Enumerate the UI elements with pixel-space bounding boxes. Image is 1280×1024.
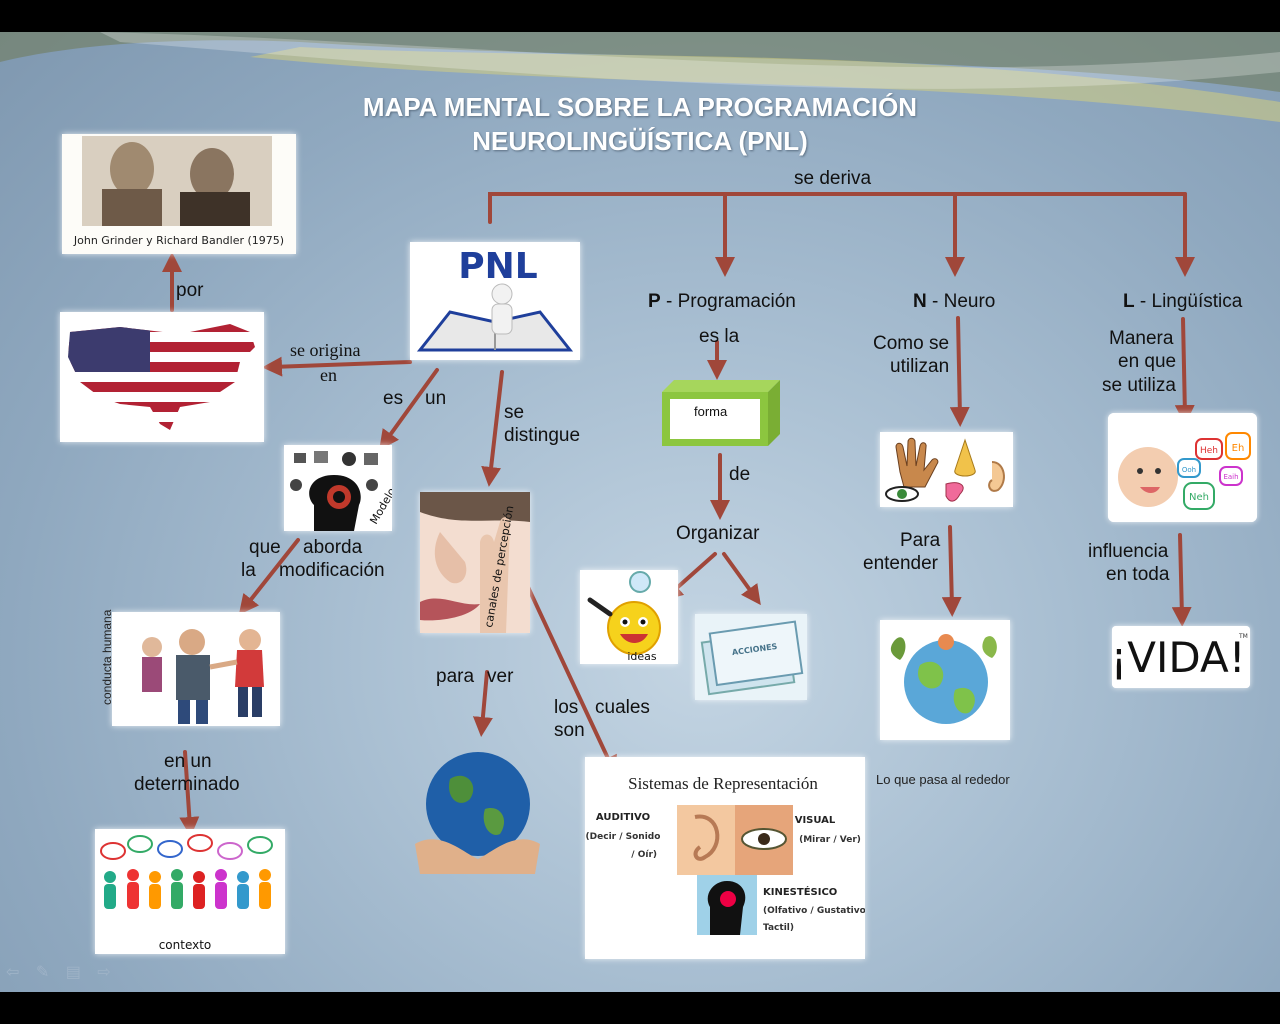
ideas-image: ideas (580, 570, 678, 664)
header-swoosh (0, 32, 1280, 122)
modelo-image: Modelo (284, 445, 392, 531)
sistemas-image: Sistemas de Representación AUDITIVO (Dec… (585, 757, 865, 959)
sr-kin-sub2: Tactil) (763, 923, 794, 933)
conducta-image (112, 612, 280, 726)
sr-visual: VISUAL (795, 815, 836, 826)
label-aborda: aborda (303, 537, 363, 558)
bubble-heh: Heh (1200, 446, 1218, 456)
nav-menu-icon[interactable]: ▤ (65, 964, 81, 981)
canales-image: canales de percepción (420, 492, 530, 633)
label-influencia: influencia (1088, 541, 1169, 562)
label-en-un: en un (164, 751, 212, 772)
label-en: en (320, 365, 337, 385)
label-linguistica: L - Lingüística (1123, 291, 1243, 312)
sr-auditivo-sub2: / Oír) (631, 850, 657, 860)
bubble-eaih: Eaih (1223, 473, 1238, 481)
label-como-se: Como se (873, 333, 950, 354)
label-un: un (425, 388, 447, 409)
label-entender: entender (863, 553, 939, 574)
label-para: para (436, 666, 475, 687)
senses-image (880, 432, 1013, 507)
vida-text: ¡VIDA! (1112, 633, 1246, 682)
nav-pen-icon[interactable]: ✎ (35, 964, 50, 981)
vida-image: ¡VIDA! TM (1112, 626, 1250, 688)
pnl-logo-text: PNL (458, 246, 537, 287)
label-programacion: P - Programación (648, 291, 796, 312)
forma-label: forma (694, 404, 728, 419)
label-de: de (729, 464, 751, 485)
label-modificacion: modificación (279, 560, 385, 581)
bubble-neh: Neh (1189, 492, 1209, 503)
earth-hands-image (410, 749, 545, 874)
sr-visual-sub: (Mirar / Ver) (799, 835, 861, 845)
slide: MAPA MENTAL SOBRE LA PROGRAMACIÓN NEUROL… (0, 32, 1280, 992)
contexto-label: contexto (159, 938, 212, 952)
label-en-que: en que (1118, 351, 1177, 372)
page-title: MAPA MENTAL SOBRE LA PROGRAMACIÓN NEUROL… (290, 90, 990, 158)
label-ver: ver (487, 666, 514, 687)
label-neuro: N - Neuro (913, 291, 996, 312)
nav-forward-icon[interactable]: ⇨ (97, 964, 111, 981)
label-se-utiliza: se utiliza (1102, 375, 1176, 396)
conducta-label: conducta humana (100, 609, 114, 705)
label-determinado: determinado (134, 774, 240, 795)
label-es-la: es la (699, 326, 740, 347)
title-line-1: MAPA MENTAL SOBRE LA PROGRAMACIÓN (362, 92, 918, 122)
world-nature-image (880, 620, 1010, 740)
sr-title: Sistemas de Representación (628, 774, 818, 793)
label-manera: Manera (1109, 328, 1174, 349)
world-nature-caption: Lo que pasa al rededor (876, 772, 1010, 787)
label-por: por (176, 280, 204, 301)
label-la: la (241, 560, 256, 581)
sr-auditivo-sub1: (Decir / Sonido (586, 832, 661, 842)
nav-back-icon[interactable]: ⇦ (6, 964, 20, 981)
label-para-2: Para (900, 530, 941, 551)
baby-image: Heh Eh Ooh Eaih Neh (1108, 413, 1257, 522)
pnl-image: PNL (410, 242, 580, 360)
label-es: es (383, 388, 404, 409)
bubble-ooh: Ooh (1182, 466, 1196, 474)
ideas-label: ideas (627, 650, 657, 663)
founders-caption: John Grinder y Richard Bandler (1975) (73, 234, 284, 247)
label-los: los (554, 697, 579, 718)
title-line-2: NEUROLINGÜÍSTICA (PNL) (472, 126, 808, 156)
sr-kin-sub1: (Olfativo / Gustativo (763, 906, 865, 916)
slide-nav: ⇦ ✎ ▤ ⇨ (6, 962, 123, 982)
vida-tm: TM (1238, 633, 1248, 640)
label-que: que (249, 537, 281, 558)
usa-map-image (60, 312, 264, 442)
label-son: son (554, 720, 585, 741)
label-se-deriva: se deriva (794, 168, 872, 189)
label-distingue: distingue (504, 425, 581, 446)
contexto-image: contexto (95, 829, 285, 954)
label-organizar: Organizar (676, 523, 760, 544)
label-utilizan: utilizan (890, 356, 950, 377)
label-en-toda: en toda (1106, 564, 1170, 585)
founders-photo: John Grinder y Richard Bandler (1975) (62, 134, 296, 254)
bubble-eh: Eh (1232, 443, 1245, 454)
label-cuales: cuales (595, 697, 650, 718)
label-se: se (504, 402, 525, 423)
sr-auditivo: AUDITIVO (596, 812, 650, 823)
sr-kinestesico: KINESTÉSICO (763, 885, 837, 898)
acciones-image: ACCIONES (695, 614, 807, 700)
label-se-origina: se origina (290, 340, 361, 360)
forma-box: forma (662, 380, 780, 446)
